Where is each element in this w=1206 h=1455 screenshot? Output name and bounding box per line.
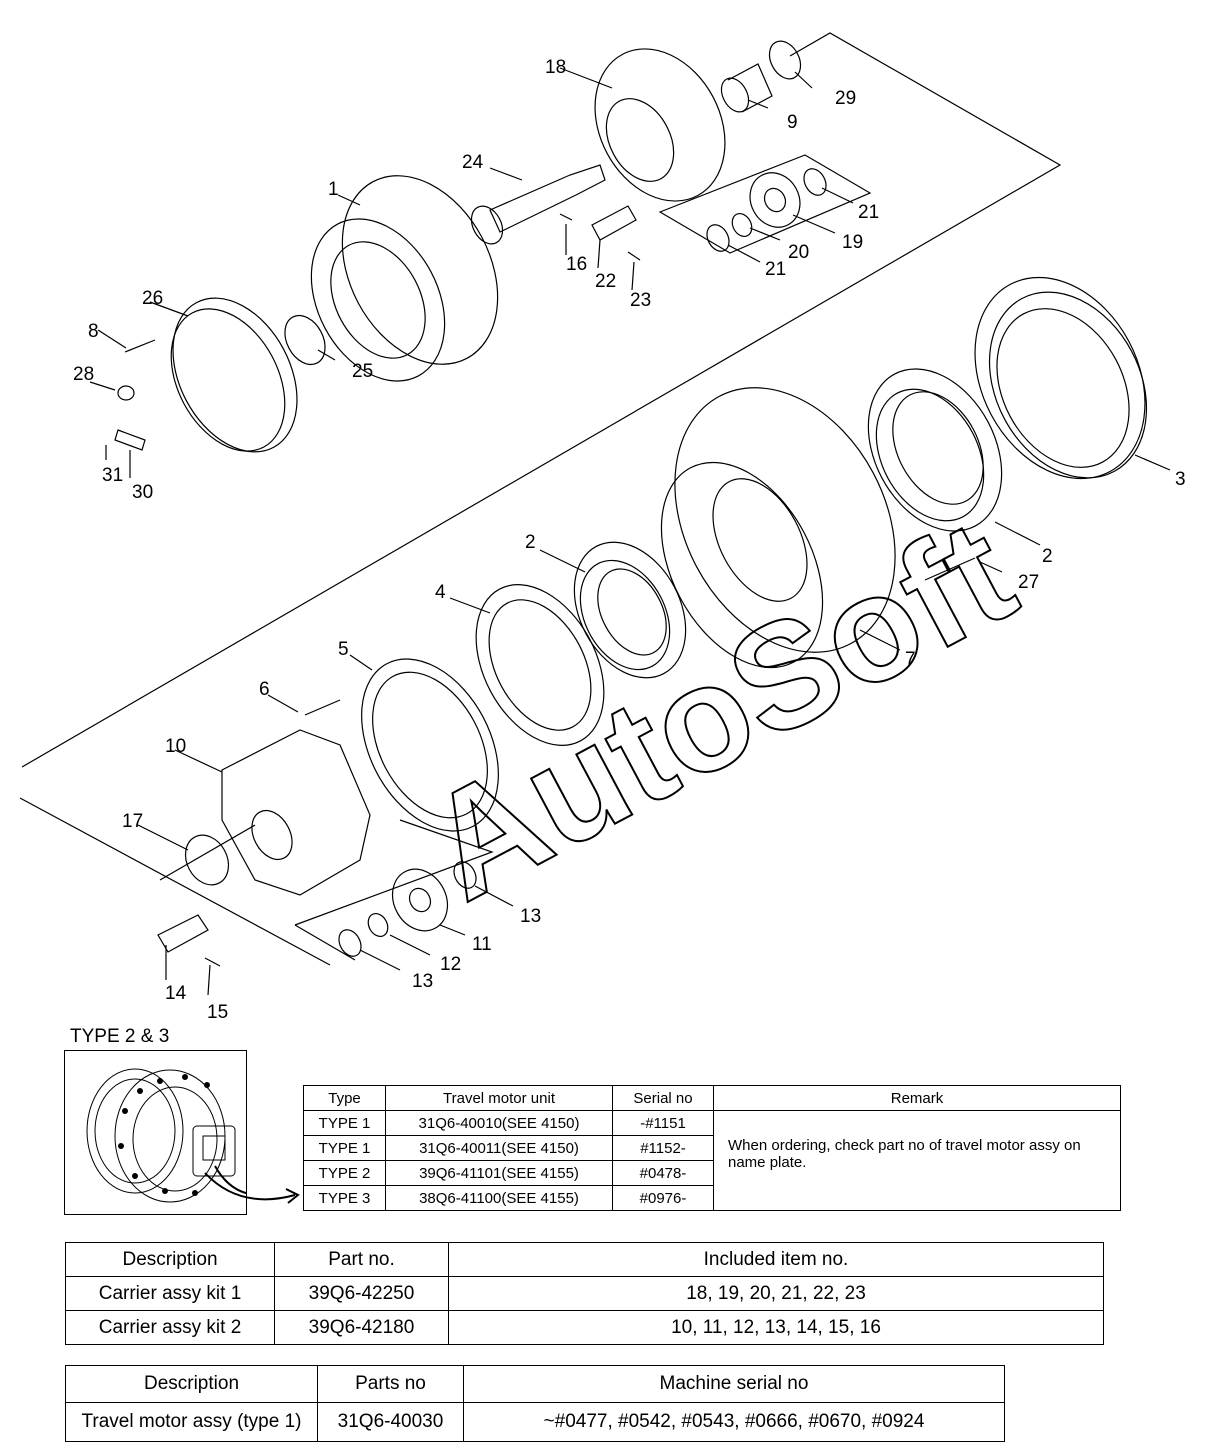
part-callout-22: 22: [595, 271, 616, 292]
description-cell: Carrier assy kit 2: [65, 1310, 275, 1345]
part-callout-16: 16: [566, 254, 587, 275]
type-table: Type Travel motor unit Serial no Remark …: [303, 1085, 1121, 1211]
part-callout-10: 10: [165, 736, 186, 757]
part-callout-27: 27: [1018, 572, 1039, 593]
assy-table: Description Parts no Machine serial no T…: [65, 1365, 1005, 1442]
unit-header: Travel motor unit: [385, 1085, 613, 1111]
part-callout-19: 19: [842, 232, 863, 253]
parts-no-header: Parts no: [317, 1365, 464, 1403]
parts-no-cell: 31Q6-40030: [317, 1402, 464, 1442]
watermark: AutoSoft: [401, 486, 1039, 932]
part-no-cell: 39Q6-42180: [274, 1310, 449, 1345]
serial-cell: -#1151: [612, 1110, 714, 1136]
exploded-parts-diagram: AutoSoft 1223456789101112131314151617181…: [19, 32, 1186, 1023]
part-callout-26: 26: [142, 288, 163, 309]
description-header: Description: [65, 1242, 275, 1277]
kit-table: Description Part no. Included item no. C…: [65, 1242, 1104, 1345]
table-row: TYPE 1 31Q6-40011(SEE 4150) #1152-: [303, 1135, 1121, 1161]
part-callout-4: 4: [435, 582, 446, 603]
included-items-header: Included item no.: [448, 1242, 1104, 1277]
table-row: Travel motor assy (type 1) 31Q6-40030 ~#…: [65, 1402, 1005, 1442]
machine-serial-header: Machine serial no: [463, 1365, 1005, 1403]
type-cell: TYPE 3: [303, 1185, 386, 1211]
part-callout-14: 14: [165, 983, 187, 1004]
part-callout-12: 12: [440, 954, 461, 975]
part-callout-13: 13: [412, 971, 433, 992]
part-callout-21: 21: [858, 202, 879, 223]
type-cell: TYPE 2: [303, 1160, 386, 1186]
part-callout-21: 21: [765, 259, 786, 280]
part-no-cell: 39Q6-42250: [274, 1276, 449, 1311]
serial-cell: #0478-: [612, 1160, 714, 1186]
unit-cell: 31Q6-40011(SEE 4150): [385, 1135, 613, 1161]
unit-cell: 39Q6-41101(SEE 4155): [385, 1160, 613, 1186]
remark-header: Remark: [713, 1085, 1121, 1111]
part-callout-2: 2: [525, 532, 536, 553]
type-photo: [64, 1050, 247, 1215]
part-callout-28: 28: [73, 364, 94, 385]
machine-serial-cell: ~#0477, #0542, #0543, #0666, #0670, #092…: [463, 1402, 1005, 1442]
part-callout-3: 3: [1175, 469, 1186, 490]
part-callout-5: 5: [338, 639, 349, 660]
description-header: Description: [65, 1365, 318, 1403]
part-callout-13: 13: [520, 906, 541, 927]
included-items-cell: 18, 19, 20, 21, 22, 23: [448, 1276, 1104, 1311]
part-callout-23: 23: [630, 290, 651, 311]
part-callout-20: 20: [788, 242, 809, 263]
table-row: TYPE 3 38Q6-41100(SEE 4155) #0976-: [303, 1185, 1121, 1211]
part-callout-29: 29: [835, 88, 856, 109]
description-cell: Travel motor assy (type 1): [65, 1402, 318, 1442]
part-callout-1: 1: [328, 179, 339, 200]
table-row: TYPE 1 31Q6-40010(SEE 4150) -#1151 When …: [303, 1110, 1121, 1211]
part-callout-25: 25: [352, 361, 373, 382]
serial-cell: #0976-: [612, 1185, 714, 1211]
remark-cell: When ordering, check part no of travel m…: [713, 1110, 1121, 1211]
type-heading: TYPE 2 & 3: [70, 1026, 170, 1047]
part-callout-7: 7: [905, 649, 916, 670]
type-cell: TYPE 1: [303, 1110, 386, 1136]
type-header: Type: [303, 1085, 386, 1111]
part-callout-18: 18: [545, 57, 566, 78]
unit-cell: 31Q6-40010(SEE 4150): [385, 1110, 613, 1136]
unit-cell: 38Q6-41100(SEE 4155): [385, 1185, 613, 1211]
part-callout-24: 24: [462, 152, 484, 173]
part-callout-17: 17: [122, 811, 143, 832]
included-items-cell: 10, 11, 12, 13, 14, 15, 16: [448, 1310, 1104, 1345]
part-callout-30: 30: [132, 482, 153, 503]
table-row: Carrier assy kit 2 39Q6-42180 10, 11, 12…: [65, 1310, 1104, 1345]
serial-cell: #1152-: [612, 1135, 714, 1161]
part-no-header: Part no.: [274, 1242, 449, 1277]
serial-header: Serial no: [612, 1085, 714, 1111]
part-callout-2: 2: [1042, 546, 1053, 567]
photo-arrow: [204, 1172, 300, 1204]
part-callout-9: 9: [787, 112, 798, 133]
table-row: TYPE 2 39Q6-41101(SEE 4155) #0478-: [303, 1160, 1121, 1186]
description-cell: Carrier assy kit 1: [65, 1276, 275, 1311]
part-callout-31: 31: [102, 465, 123, 486]
table-row: Carrier assy kit 1 39Q6-42250 18, 19, 20…: [65, 1276, 1104, 1311]
part-callout-11: 11: [472, 934, 492, 955]
part-callout-8: 8: [88, 321, 99, 342]
part-callout-15: 15: [207, 1002, 228, 1023]
part-callout-6: 6: [259, 679, 270, 700]
type-cell: TYPE 1: [303, 1135, 386, 1161]
